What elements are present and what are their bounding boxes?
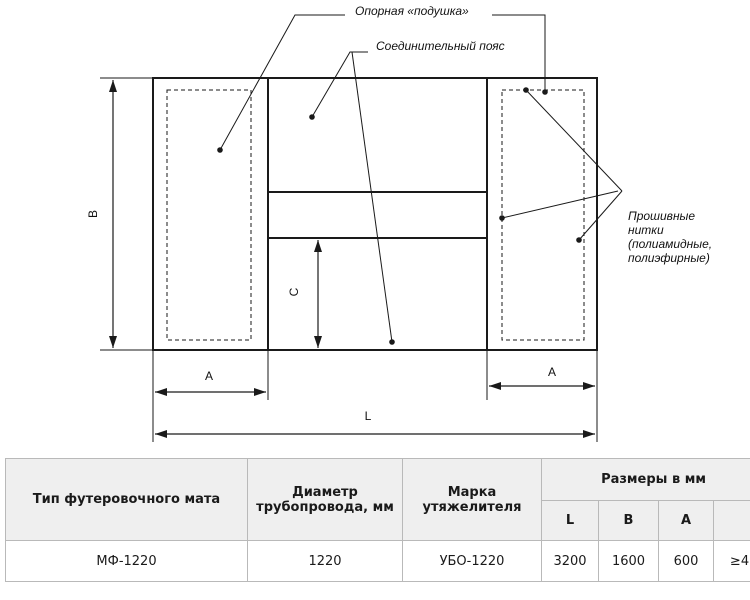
leader-stitching (525, 89, 623, 192)
cell-a: 600 (658, 540, 714, 582)
label-stitching-1: Прошивные (628, 209, 695, 223)
label-dim-a-left: A (205, 369, 213, 383)
label-stitching-4: полиэфирные) (628, 251, 710, 265)
label-dim-b: B (86, 210, 100, 218)
table-row: МФ-1220 1220 УБО-1220 3200 1600 600 ≥4 (5, 540, 750, 582)
label-dim-c: C (287, 287, 301, 296)
cell-brand: УБО-1220 (402, 540, 542, 582)
header-size-extra (712, 500, 750, 541)
cell-b: 1600 (598, 540, 659, 582)
leader-support-pad (219, 14, 345, 151)
mat-outline (152, 77, 598, 351)
header-pipe-diameter: Диаметр трубопровода, мм (247, 458, 403, 541)
header-mat-type: Тип футеровочного мата (5, 458, 248, 541)
cell-diameter: 1220 (247, 540, 403, 582)
header-size-l: L (541, 500, 599, 541)
label-connecting-belt: Соединительный пояс (376, 39, 505, 53)
leader-connecting-belt (311, 51, 368, 118)
cell-l: 3200 (541, 540, 599, 582)
header-sizes: Размеры в мм (540, 458, 750, 501)
label-stitching-2: нитки (628, 223, 664, 237)
label-support-pad: Опорная «подушка» (355, 4, 469, 18)
mat-schematic-diagram: Опорная «подушка» Соединительный пояс Пр… (86, 4, 712, 442)
label-dim-l: L (365, 409, 372, 423)
label-stitching-3: (полиамидные, (628, 237, 712, 251)
header-size-a: A (658, 500, 714, 541)
header-size-b: B (598, 500, 659, 541)
label-dim-a-right: A (548, 365, 556, 379)
left-stitching-line (166, 89, 252, 341)
cell-mat-type: МФ-1220 (5, 540, 248, 582)
right-stitching-line (501, 89, 585, 341)
mat-specs-table-wrap: Тип футеровочного мата Диаметр трубопров… (5, 458, 750, 582)
header-weight-brand: Марка утяжелителя (402, 458, 542, 541)
cell-extra: ≥4 (712, 540, 750, 582)
mat-specs-table: Тип футеровочного мата Диаметр трубопров… (5, 458, 750, 582)
